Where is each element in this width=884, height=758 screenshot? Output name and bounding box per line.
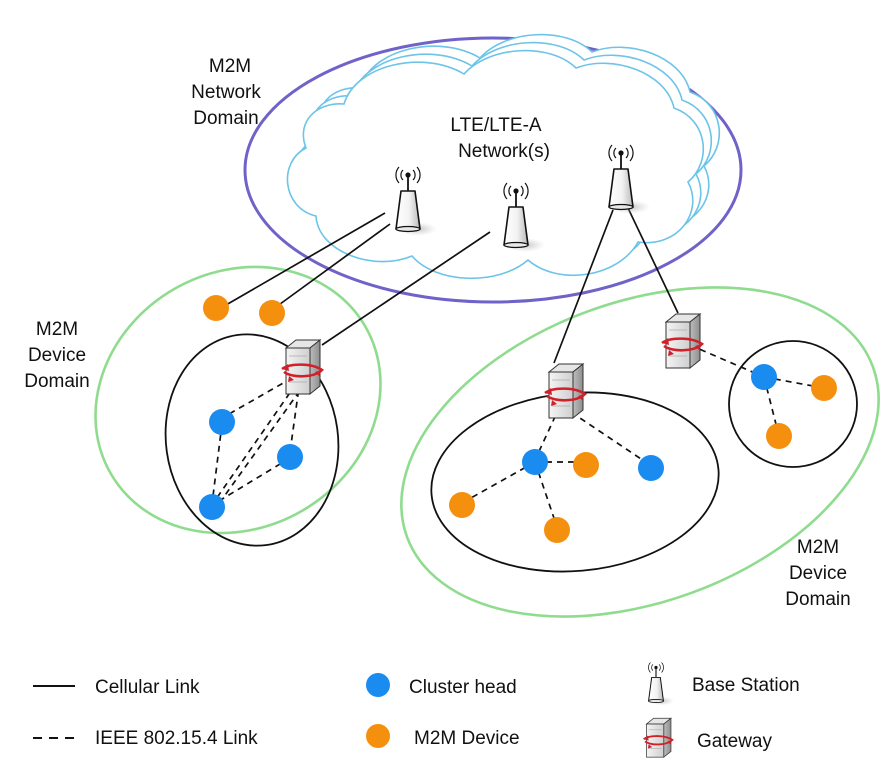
m2m-device-node [573,452,599,478]
device-domain-left-ellipse [94,265,382,535]
legend-m2m-device-label: M2M Device [414,728,520,749]
cellular-links [225,207,679,364]
cluster-left-ellipse [164,333,340,547]
cluster-right-ellipse [728,340,858,468]
m2m-devices [203,295,837,543]
cluster-head-node [209,409,235,435]
legend-cellular-label: Cellular Link [95,677,200,698]
m2m-device-node [449,492,475,518]
legend-m2m-device-dot [366,724,390,748]
device-domain-right-label-line1: M2M [797,537,839,558]
legend-ieee-label: IEEE 802.15.4 Link [95,728,258,749]
m2m-device-node [811,375,837,401]
legend-cluster-head-dot [366,673,390,697]
cluster-head-node [751,364,777,390]
m2m-device-node [203,295,229,321]
legend: Cellular Link IEEE 802.15.4 Link Cluster… [33,662,800,758]
cluster-head-node [522,449,548,475]
device-domain-left-label-line1: M2M [36,319,78,340]
m2m-device-node [766,423,792,449]
device-domain-right-label-line3: Domain [785,589,850,610]
lte-network-label-line1: LTE/LTE-A [450,115,541,136]
network-domain-ellipse [243,36,743,304]
cluster-heads [199,364,777,520]
legend-gateway-label: Gateway [697,731,772,752]
device-domain-left-label-line2: Device [28,345,86,366]
cluster-head-node [638,455,664,481]
cluster-head-node [277,444,303,470]
legend-base-station-label: Base Station [692,675,800,696]
device-domain-right-label-line2: Device [789,563,847,584]
gateway-icon [642,717,674,758]
network-domain-label-line2: Network [191,82,261,103]
gateway-icon [280,338,324,396]
gateway-icon [543,362,587,420]
lte-network-label-line2: Network(s) [458,141,550,162]
network-domain-label-line3: Domain [193,108,258,129]
device-domain-left-label-line3: Domain [24,371,89,392]
base-station-icon [647,662,675,706]
cluster-head-node [199,494,225,520]
m2m-device-node [544,517,570,543]
device-domain-right-ellipse [400,286,880,618]
legend-cluster-head-label: Cluster head [409,677,517,698]
network-domain-label-line1: M2M [209,56,251,77]
m2m-device-node [259,300,285,326]
gateway-icon [660,312,704,370]
